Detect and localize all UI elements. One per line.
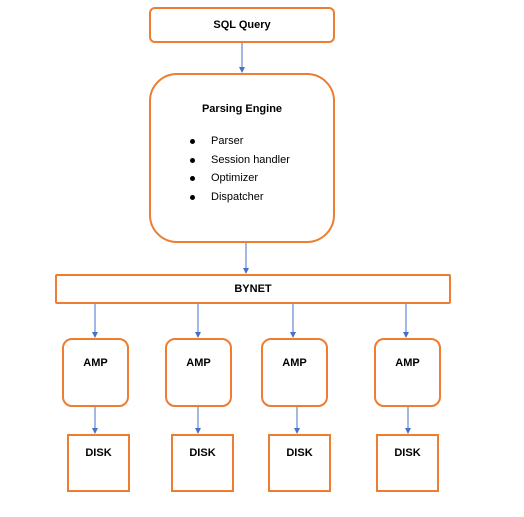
- component-session-handler: Session handler: [187, 151, 290, 170]
- parsing-engine-title: Parsing Engine: [201, 103, 283, 115]
- disk-label: DISK: [85, 447, 112, 459]
- amp-label: AMP: [395, 356, 420, 369]
- parsing-engine-components-list: Parser Session handler Optimizer Dispatc…: [187, 132, 290, 207]
- bynet-label: BYNET: [234, 283, 272, 295]
- sql-query-label: SQL Query: [213, 19, 271, 31]
- amp-box-1: AMP: [62, 338, 129, 407]
- amp-box-3: AMP: [261, 338, 328, 407]
- component-parser: Parser: [187, 132, 290, 151]
- amp-label: AMP: [186, 356, 211, 369]
- disk-box-3: DISK: [268, 434, 331, 492]
- amp-box-4: AMP: [374, 338, 441, 407]
- disk-label: DISK: [286, 447, 313, 459]
- amp-label: AMP: [282, 356, 307, 369]
- sql-query-box: SQL Query: [149, 7, 335, 43]
- component-optimizer: Optimizer: [187, 169, 290, 188]
- disk-label: DISK: [189, 447, 216, 459]
- amp-box-2: AMP: [165, 338, 232, 407]
- disk-box-2: DISK: [171, 434, 234, 492]
- disk-box-4: DISK: [376, 434, 439, 492]
- amp-label: AMP: [83, 356, 108, 369]
- parsing-engine-box: Parsing Engine Parser Session handler Op…: [149, 73, 335, 243]
- disk-box-1: DISK: [67, 434, 130, 492]
- component-dispatcher: Dispatcher: [187, 188, 290, 207]
- disk-label: DISK: [394, 447, 421, 459]
- bynet-box: BYNET: [55, 274, 451, 304]
